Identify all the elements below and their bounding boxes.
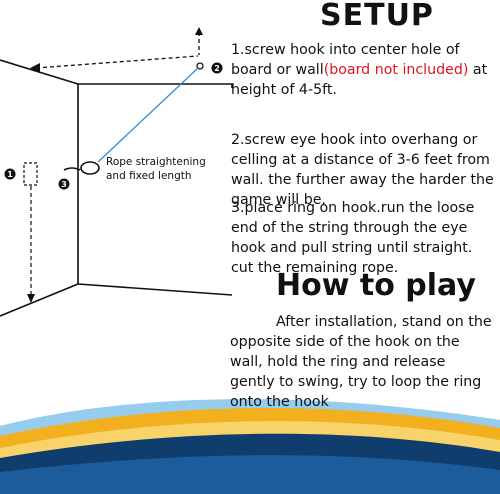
hook-icon <box>63 167 81 171</box>
rope-line <box>97 67 199 163</box>
marker-3: 3 <box>58 178 70 190</box>
step-3: 3.place ring on hook.run the loose end o… <box>231 200 475 276</box>
step-2: 2.screw eye hook into overhang or cellin… <box>231 132 494 208</box>
board-outline <box>23 162 38 186</box>
eye-hook-icon <box>196 62 204 70</box>
room-wall-lines <box>0 59 233 317</box>
marker-1: 1 <box>4 168 16 180</box>
arrow-head-up <box>195 27 203 35</box>
arrow-head-down <box>27 294 35 303</box>
how-to-play-text: After installation, stand on the opposit… <box>230 314 492 410</box>
svg-text:2: 2 <box>214 64 220 73</box>
step-1-height: at height of 4-5ft. <box>231 62 488 98</box>
step-1: 1.screw hook into center hole of board o… <box>231 40 497 100</box>
svg-text:3: 3 <box>61 180 67 189</box>
how-to-play-title: How to play <box>276 268 476 303</box>
arrow-head-left <box>30 63 40 73</box>
decorative-wave-band <box>0 399 500 494</box>
board-not-included-note: (board not included) <box>323 62 469 78</box>
step-1-text: 1.screw hook into center hole of board o… <box>231 42 460 78</box>
setup-title: SETUP <box>320 0 434 33</box>
ceiling-distance-arrow <box>35 32 200 69</box>
marker-2: 2 <box>211 62 223 74</box>
svg-text:1: 1 <box>7 170 13 179</box>
ring-icon <box>80 161 100 175</box>
rope-label: Rope straightening and fixed length <box>106 156 206 182</box>
